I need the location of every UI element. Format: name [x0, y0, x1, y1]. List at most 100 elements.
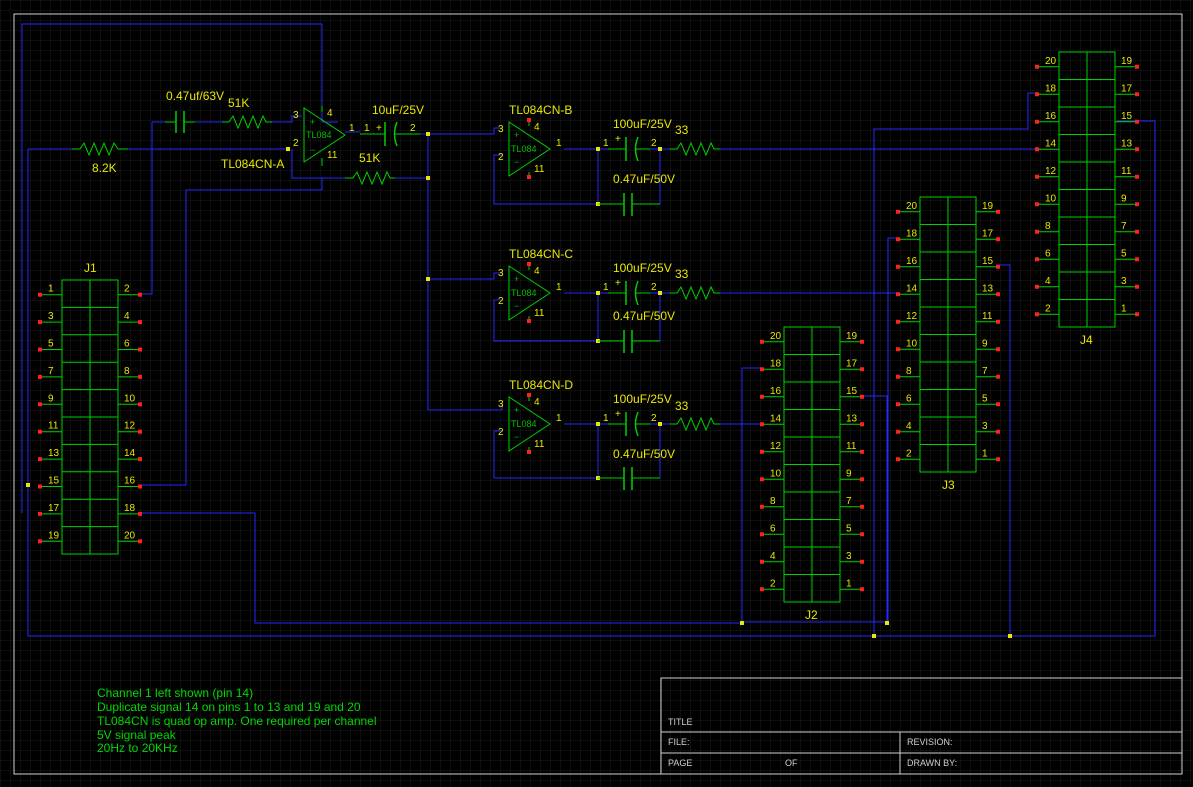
pin-end: [896, 402, 900, 407]
pin-end: [760, 449, 764, 454]
pin-end: [760, 559, 764, 564]
svg-text:+: +: [514, 405, 519, 415]
note-line: Channel 1 left shown (pin 14): [97, 686, 253, 700]
pin-end: [38, 347, 42, 352]
pin-end: [138, 457, 142, 462]
pin-number: 3: [1121, 276, 1127, 287]
pin-number: 2: [770, 578, 776, 589]
drawn-by-field: DRAWN BY:: [907, 758, 957, 768]
pin-end: [1035, 284, 1039, 289]
svg-text:2: 2: [498, 427, 504, 438]
pin-end: [38, 457, 42, 462]
pin-number: 8: [906, 366, 912, 377]
cap-10uf-label: 10uF/25V: [372, 103, 424, 117]
pin-number: 18: [124, 503, 136, 514]
pin-end: [760, 422, 764, 427]
resistor-33-c: 33: [670, 267, 720, 301]
svg-text:2: 2: [410, 123, 416, 134]
cap-10uf: 1 + 2 10uF/25V: [360, 103, 424, 147]
cap-100uf-c: 1 + 2 100uF/25V: [603, 261, 672, 306]
svg-text:TL084: TL084: [511, 144, 537, 154]
svg-text:11: 11: [534, 439, 545, 450]
svg-text:1: 1: [364, 123, 370, 134]
pin-number: 16: [1045, 111, 1057, 122]
opamp-a: + − TL084 3 2 4 11 1 TL084CN-A: [221, 106, 355, 171]
cap-100uf-b-label: 100uF/25V: [613, 117, 672, 131]
pin-end: [860, 477, 864, 482]
pin-end: [38, 402, 42, 407]
svg-text:3: 3: [498, 399, 504, 410]
pin-number: 13: [982, 283, 994, 294]
pin-end: [1035, 147, 1039, 152]
pin-end: [760, 367, 764, 372]
cap-100uf-b: 1 + 2 100uF/25V: [603, 117, 672, 162]
sheet-border: [13, 13, 1183, 775]
opamp-c: + − TL084 3 2 4 11 1 TL084CN-C: [498, 247, 573, 323]
pin-number: 9: [48, 393, 54, 404]
svg-text:1: 1: [603, 413, 609, 424]
opamp-b-label: TL084CN-B: [509, 103, 572, 117]
svg-text:3: 3: [498, 268, 504, 279]
svg-text:1: 1: [603, 282, 609, 293]
pin-end: [1135, 229, 1139, 234]
revision-field: REVISION:: [907, 737, 953, 747]
pin-end: [38, 429, 42, 434]
cap-047-d: 0.47uF/50V: [598, 447, 675, 490]
pin-end: [138, 511, 142, 516]
pin-end: [760, 339, 764, 344]
j3-label: J3: [942, 478, 955, 492]
pin-number: 11: [982, 311, 993, 322]
pin-end: [38, 292, 42, 297]
pin-end: [860, 367, 864, 372]
pin-number: 1: [48, 284, 54, 295]
pin-number: 4: [906, 421, 912, 432]
pin-end: [760, 532, 764, 537]
pin-end: [860, 339, 864, 344]
svg-text:+: +: [615, 134, 621, 145]
res-8k2-label: 8.2K: [92, 161, 117, 175]
pin-number: 6: [1045, 248, 1051, 259]
svg-text:2: 2: [293, 138, 299, 149]
pin-number: 19: [982, 201, 994, 212]
pin-end: [896, 264, 900, 269]
opamp-d: + − TL084 3 2 4 11 1 TL084CN-D: [498, 378, 573, 454]
pin-number: 16: [906, 256, 918, 267]
svg-text:TL084: TL084: [511, 288, 537, 298]
j4-label: J4: [1080, 333, 1093, 347]
svg-text:1: 1: [556, 282, 562, 293]
pin-end: [1135, 92, 1139, 97]
pin-end: [138, 402, 142, 407]
pin-number: 19: [48, 530, 60, 541]
pin-end: [1135, 174, 1139, 179]
pin-end: [896, 457, 900, 462]
pin-number: 7: [846, 496, 852, 507]
pin-number: 14: [1045, 138, 1057, 149]
pin-number: 15: [1121, 111, 1133, 122]
svg-text:2: 2: [651, 282, 657, 293]
pin-number: 17: [1121, 83, 1133, 94]
pin-number: 3: [982, 421, 988, 432]
pin-number: 1: [982, 448, 988, 459]
pin-end: [996, 347, 1000, 352]
pin-number: 13: [48, 448, 60, 459]
pin-number: 10: [1045, 193, 1057, 204]
pin-number: 12: [770, 441, 782, 452]
pin-end: [138, 429, 142, 434]
pin-number: 17: [48, 503, 60, 514]
pin-end: [1035, 119, 1039, 124]
pin-end: [860, 449, 864, 454]
svg-text:11: 11: [534, 308, 545, 319]
pin-number: 4: [770, 551, 776, 562]
svg-text:TL084: TL084: [511, 419, 537, 429]
pin-number: 14: [906, 283, 918, 294]
pin-number: 17: [846, 358, 858, 369]
pin-end: [760, 394, 764, 399]
pin-number: 5: [846, 523, 852, 534]
pin-end: [996, 374, 1000, 379]
pin-number: 1: [846, 578, 852, 589]
file-field: FILE:: [668, 737, 690, 747]
